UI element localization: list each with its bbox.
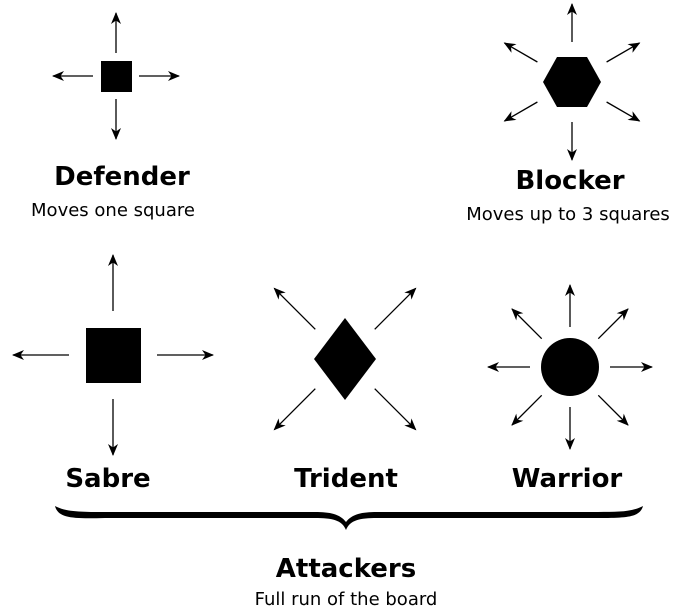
sabre-square-icon	[86, 328, 141, 383]
move-arrow-icon	[511, 308, 543, 340]
defender-square-icon	[101, 61, 132, 92]
warrior-move-arrows	[487, 284, 653, 450]
warrior-piece	[487, 284, 653, 450]
move-arrow-icon	[606, 42, 641, 63]
move-arrow-icon	[374, 287, 417, 330]
blocker-description: Moves up to 3 squares	[466, 204, 670, 225]
move-arrow-icon	[503, 42, 538, 63]
trident-piece	[273, 287, 417, 431]
attackers-label: Attackers	[276, 554, 416, 584]
defender-description: Moves one square	[31, 200, 195, 221]
defender-label: Defender	[54, 162, 190, 192]
move-arrow-icon	[273, 388, 316, 431]
blocker-label: Blocker	[515, 166, 624, 196]
move-arrow-icon	[374, 388, 417, 431]
defender-move-arrows	[52, 12, 180, 140]
blocker-piece	[503, 3, 641, 161]
blocker-move-arrows	[503, 3, 641, 161]
sabre-move-arrows	[12, 254, 214, 456]
attackers-brace	[55, 506, 643, 530]
warrior-circle-icon	[541, 338, 599, 396]
defender-piece	[52, 12, 180, 140]
sabre-label: Sabre	[65, 464, 150, 494]
trident-label: Trident	[294, 464, 398, 494]
attackers-description: Full run of the board	[255, 589, 438, 610]
move-arrow-icon	[606, 101, 641, 122]
trident-diamond-icon	[314, 318, 376, 400]
trident-move-arrows	[273, 287, 417, 431]
move-arrow-icon	[273, 287, 316, 330]
move-arrow-icon	[597, 394, 629, 426]
move-arrow-icon	[503, 101, 538, 122]
move-arrow-icon	[597, 308, 629, 340]
warrior-label: Warrior	[512, 464, 623, 494]
sabre-piece	[12, 254, 214, 456]
blocker-hexagon-icon	[543, 57, 601, 107]
move-arrow-icon	[511, 394, 543, 426]
